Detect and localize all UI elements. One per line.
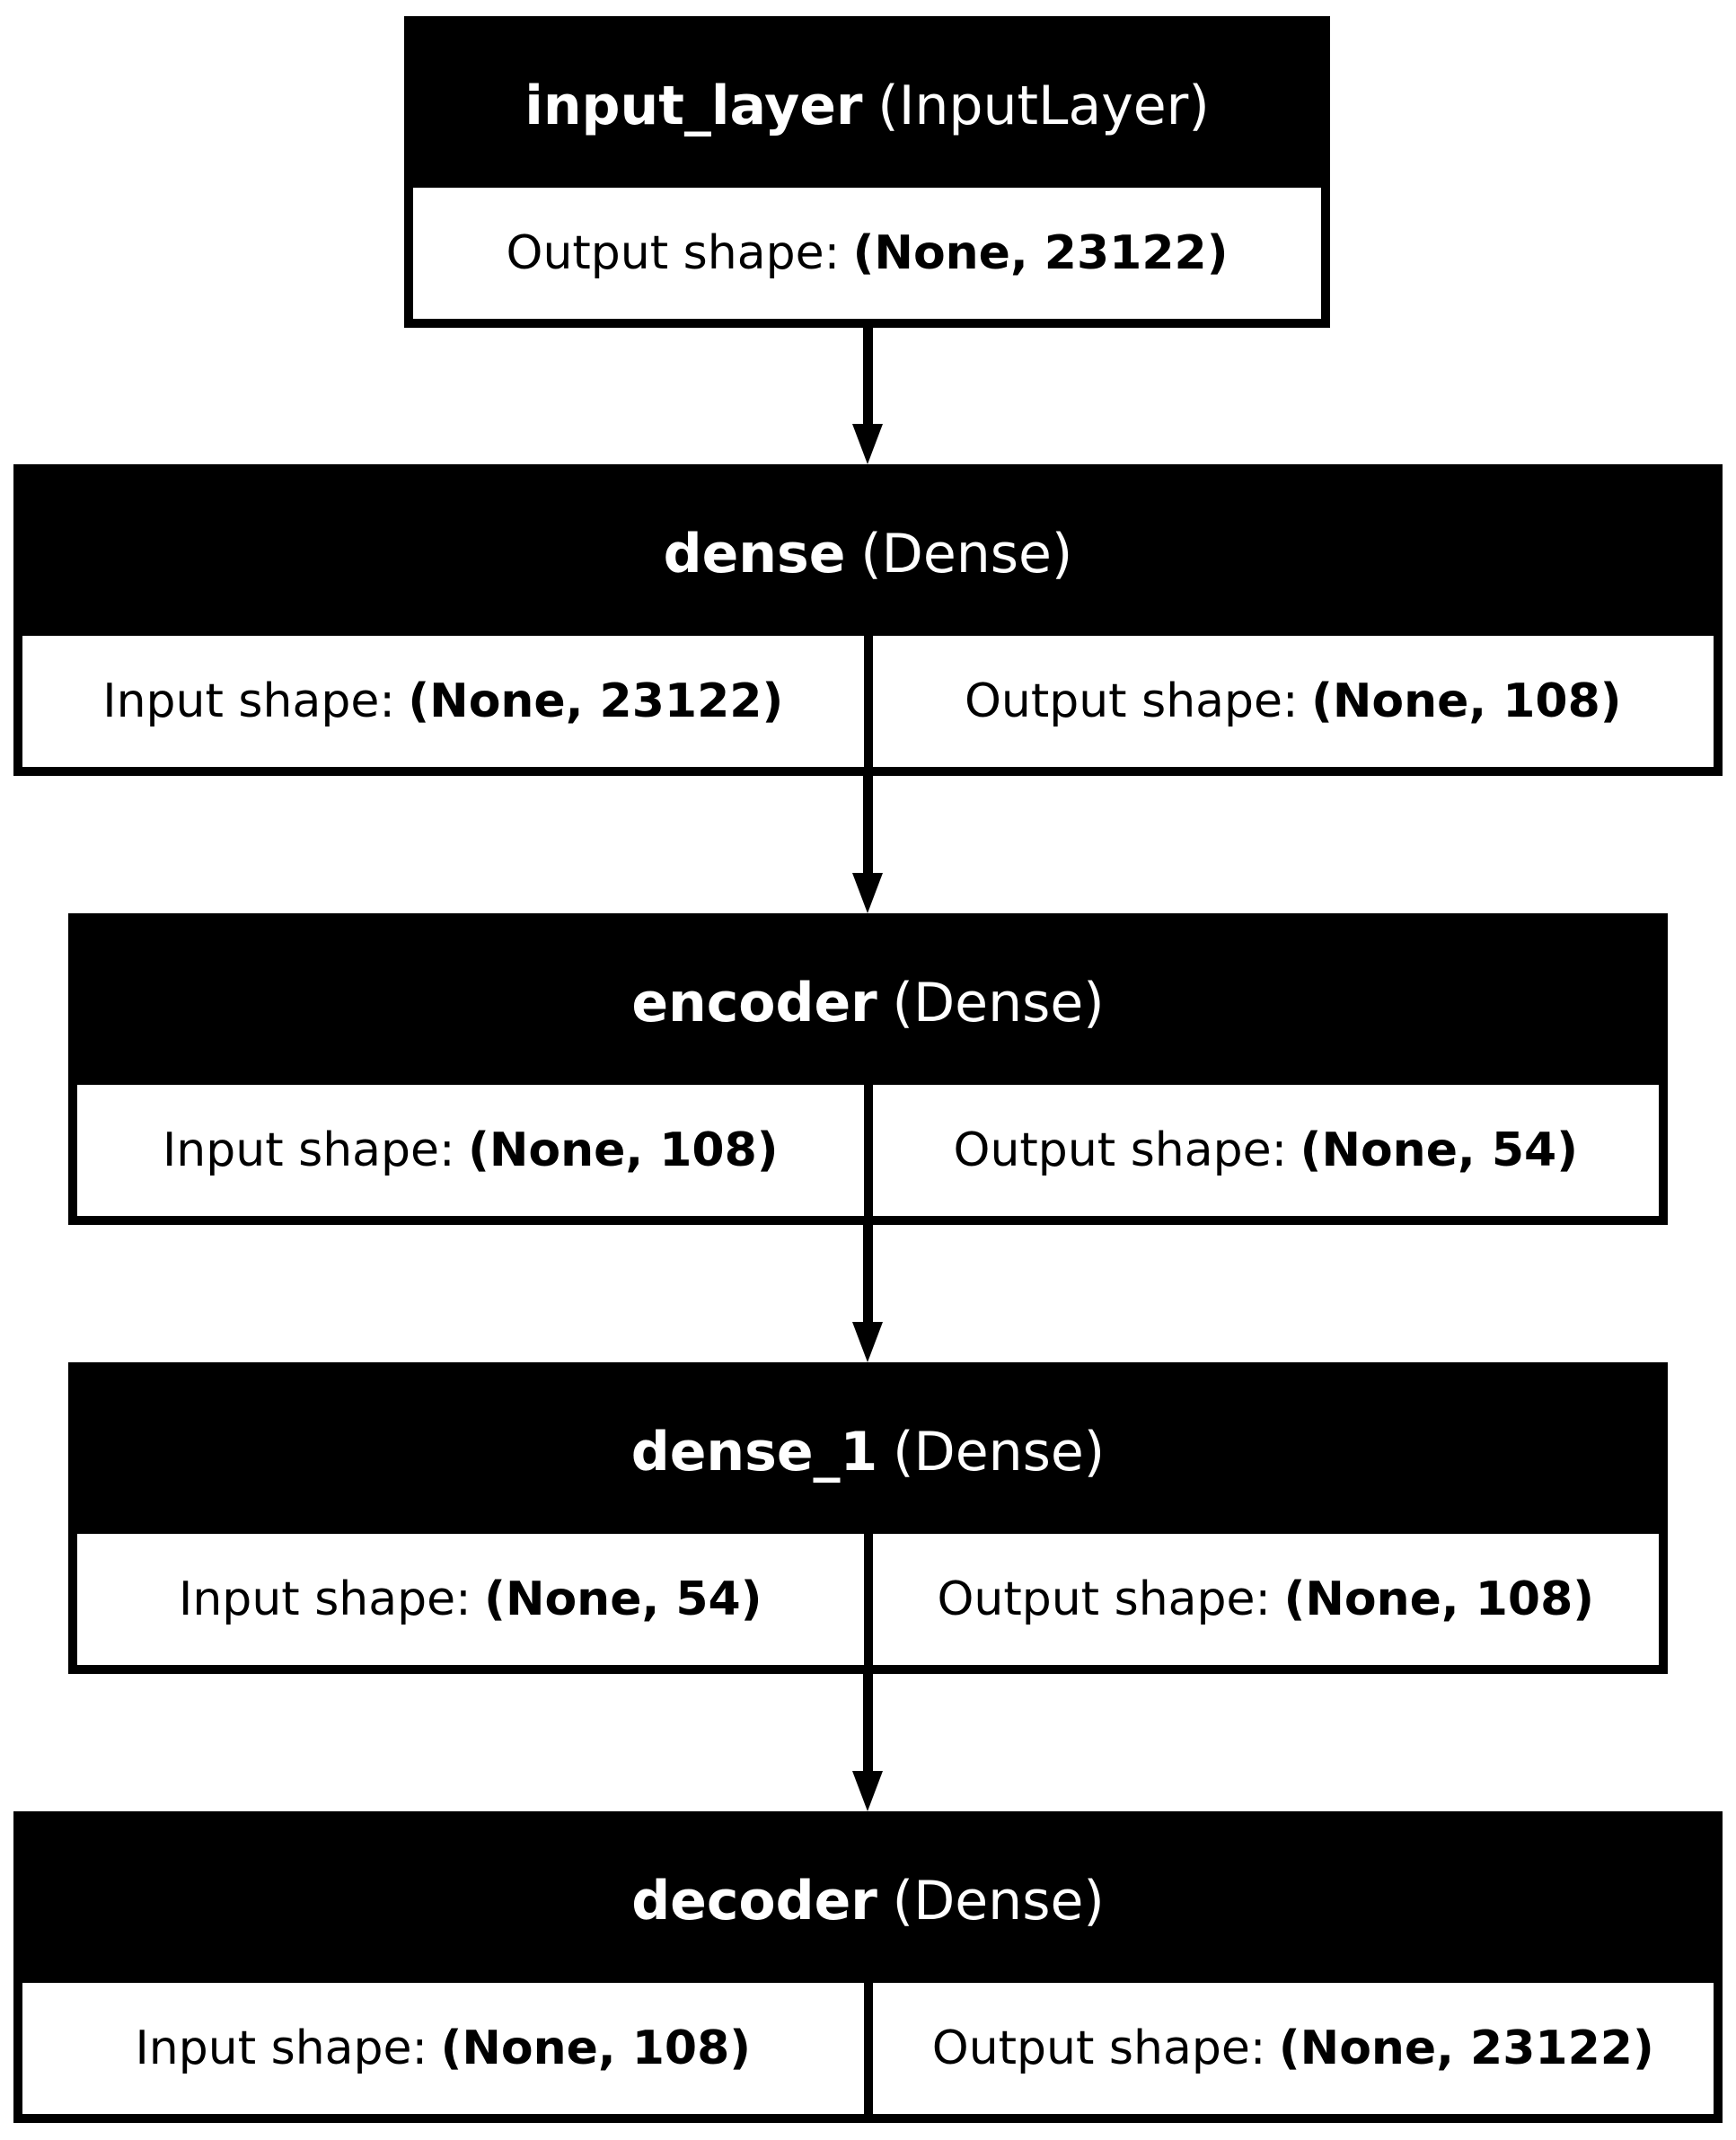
- edge-line: [863, 1674, 873, 1774]
- layer-type: (Dense): [860, 523, 1073, 586]
- shape-label: Input shape:: [179, 1572, 471, 1626]
- shape-row: Input shape: (None, 23122) Output shape:…: [22, 636, 1714, 767]
- arrowhead-icon: [852, 873, 883, 913]
- layer-name: input_layer: [524, 75, 863, 137]
- layer-header: dense_1 (Dense): [77, 1371, 1659, 1533]
- edge-line: [863, 328, 873, 427]
- arrowhead-icon: [852, 424, 883, 464]
- layer-type: (Dense): [893, 1421, 1106, 1484]
- arrowhead-icon: [852, 1771, 883, 1811]
- layer-node-encoder: encoder (Dense) Input shape: (None, 108)…: [68, 913, 1668, 1225]
- layer-node-decoder: decoder (Dense) Input shape: (None, 108)…: [13, 1811, 1723, 2123]
- layer-name: dense_1: [630, 1421, 878, 1484]
- layer-name: dense: [663, 523, 846, 586]
- layer-header: decoder (Dense): [22, 1820, 1714, 1982]
- shape-value: (None, 23122): [408, 674, 784, 728]
- shape-value: (None, 108): [468, 1123, 779, 1177]
- shape-label: Input shape:: [102, 674, 395, 728]
- layer-header: input_layer (InputLayer): [413, 25, 1321, 187]
- output-shape-cell: Output shape: (None, 23122): [413, 188, 1321, 319]
- shape-row: Input shape: (None, 108) Output shape: (…: [77, 1085, 1659, 1216]
- shape-row: Input shape: (None, 54) Output shape: (N…: [77, 1534, 1659, 1665]
- shape-value: (None, 108): [1311, 674, 1622, 728]
- edge-arrow: [852, 1225, 883, 1362]
- arrowhead-icon: [852, 1322, 883, 1362]
- shape-label: Output shape:: [937, 1572, 1272, 1626]
- output-shape-cell: Output shape: (None, 23122): [872, 1983, 1714, 2114]
- layer-type: (Dense): [892, 1870, 1105, 1933]
- input-shape-cell: Input shape: (None, 108): [22, 1983, 864, 2114]
- shape-label: Input shape:: [135, 2021, 428, 2075]
- shape-label: Input shape:: [162, 1123, 455, 1177]
- edge-arrow: [852, 1674, 883, 1811]
- layer-header: encoder (Dense): [77, 922, 1659, 1084]
- layer-name: encoder: [631, 972, 877, 1035]
- shape-value: (None, 23122): [1278, 2021, 1654, 2075]
- shape-row: Output shape: (None, 23122): [413, 188, 1321, 319]
- layer-node-input-layer: input_layer (InputLayer) Output shape: (…: [404, 16, 1330, 328]
- output-shape-cell: Output shape: (None, 108): [872, 636, 1714, 767]
- shape-value: (None, 23122): [852, 226, 1229, 280]
- input-shape-cell: Input shape: (None, 108): [77, 1085, 864, 1216]
- layer-type: (Dense): [892, 972, 1105, 1035]
- shape-row: Input shape: (None, 108) Output shape: (…: [22, 1983, 1714, 2114]
- layer-name: decoder: [631, 1870, 877, 1933]
- layer-type: (InputLayer): [877, 75, 1210, 137]
- edge-arrow: [852, 328, 883, 464]
- shape-value: (None, 108): [440, 2021, 752, 2075]
- shape-value: (None, 54): [484, 1572, 762, 1626]
- shape-label: Output shape:: [953, 1123, 1288, 1177]
- output-shape-cell: Output shape: (None, 108): [872, 1534, 1659, 1665]
- output-shape-cell: Output shape: (None, 54): [872, 1085, 1659, 1216]
- layer-header: dense (Dense): [22, 473, 1714, 635]
- edge-arrow: [852, 776, 883, 913]
- layer-node-dense-1: dense_1 (Dense) Input shape: (None, 54) …: [68, 1362, 1668, 1674]
- layer-node-dense: dense (Dense) Input shape: (None, 23122)…: [13, 464, 1723, 776]
- shape-label: Output shape:: [506, 226, 841, 280]
- input-shape-cell: Input shape: (None, 54): [77, 1534, 864, 1665]
- edge-line: [863, 776, 873, 876]
- shape-value: (None, 108): [1283, 1572, 1595, 1626]
- edge-line: [863, 1225, 873, 1325]
- input-shape-cell: Input shape: (None, 23122): [22, 636, 864, 767]
- shape-label: Output shape:: [931, 2021, 1266, 2075]
- shape-value: (None, 54): [1300, 1123, 1578, 1177]
- shape-label: Output shape:: [964, 674, 1299, 728]
